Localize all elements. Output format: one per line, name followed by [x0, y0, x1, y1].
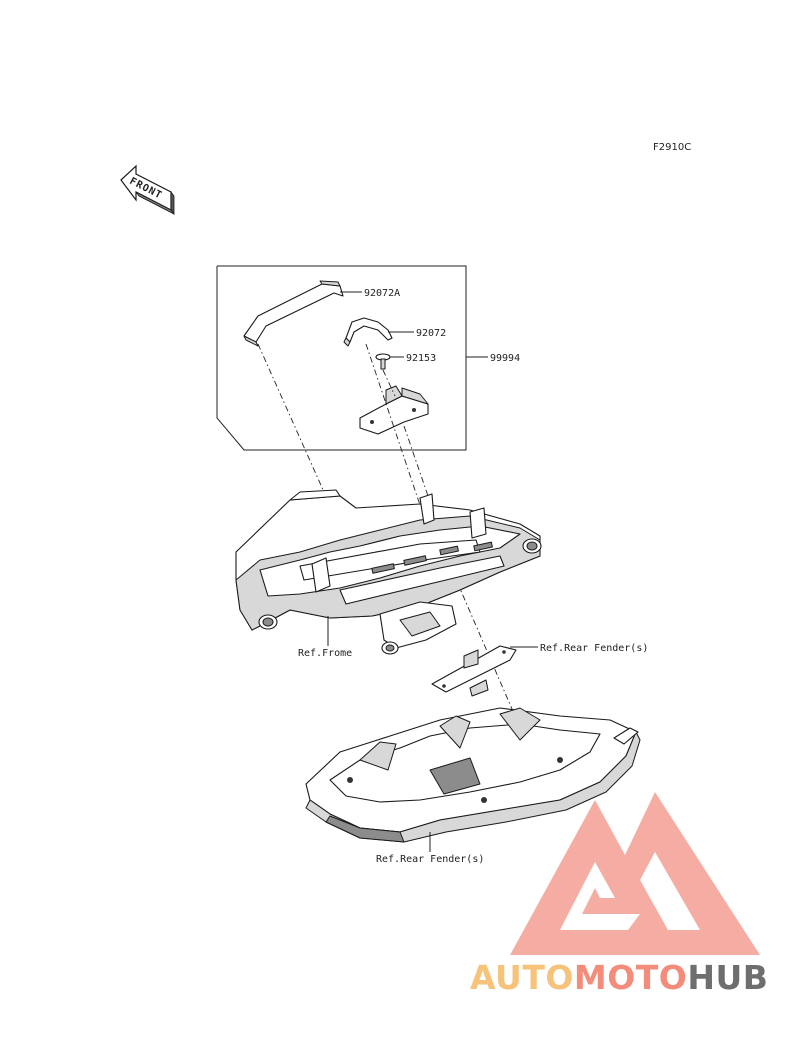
assembly-line-1 [257, 343, 333, 511]
watermark-brand: AUTOMOTOHUB [470, 958, 768, 997]
callout-92153: 92153 [406, 353, 436, 364]
rear-frame [235, 489, 542, 655]
mount-bracket [359, 385, 429, 435]
front-arrow-icon: FRONT [120, 164, 175, 216]
callout-ref-rear-fender-upper: Ref.Rear Fender(s) [540, 643, 648, 654]
kit-boundary [216, 265, 467, 451]
assembly-line-5 [451, 569, 516, 717]
callout-92072: 92072 [416, 328, 446, 339]
callout-ref-rear-fender-lower: Ref.Rear Fender(s) [376, 854, 484, 865]
bolt-92153 [375, 353, 391, 370]
figure-code: F2910C [653, 142, 691, 153]
watermark-part-moto: MOTO [573, 958, 688, 997]
callout-99994: 99994 [490, 353, 520, 364]
assembly-line-2 [365, 343, 426, 521]
callout-92072a: 92072A [364, 288, 400, 299]
fender-bracket [431, 645, 517, 697]
callout-ref-frame: Ref.Frome [298, 648, 352, 659]
strap-92072 [343, 317, 393, 347]
bracket-92072a [243, 280, 344, 347]
watermark-part-auto: AUTO [470, 958, 574, 997]
rear-fender [305, 707, 641, 843]
watermark-logo [510, 792, 760, 955]
watermark-part-hub: HUB [687, 958, 769, 997]
assembly-line-3 [382, 369, 396, 397]
